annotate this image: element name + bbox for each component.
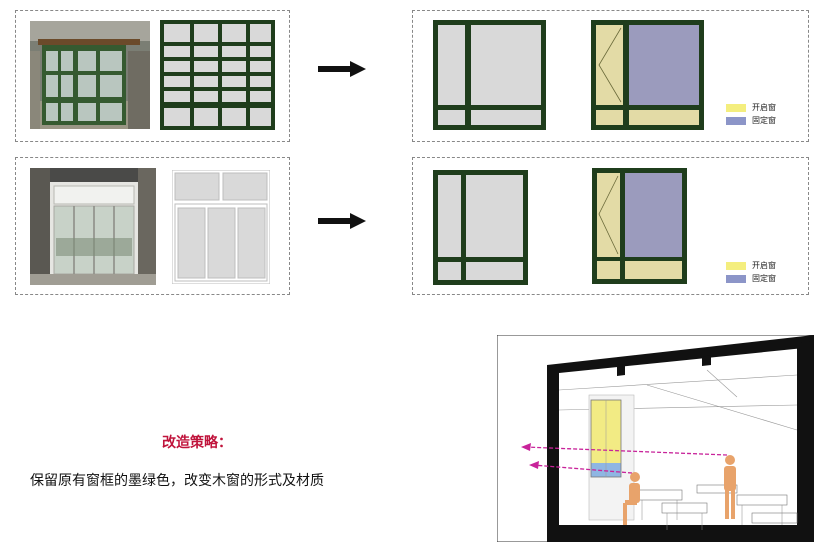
redesign-window-diagram-2a bbox=[433, 170, 528, 285]
window-pane bbox=[250, 24, 271, 42]
transform-arrow-1 bbox=[318, 59, 368, 79]
legend-fixed-label-2: 固定窗 bbox=[752, 274, 776, 284]
legend-open-swatch bbox=[726, 104, 746, 112]
window-pane bbox=[250, 108, 271, 126]
classroom-perspective-section bbox=[497, 335, 814, 542]
legend-open-swatch-2 bbox=[726, 262, 746, 270]
window-pane bbox=[194, 24, 218, 42]
legend-fixed-label: 固定窗 bbox=[752, 116, 776, 126]
aluminium-window-photo bbox=[30, 168, 156, 285]
window-pane bbox=[194, 91, 218, 102]
redesign-window-diagram-2b bbox=[592, 168, 687, 284]
window-pane bbox=[250, 61, 271, 72]
redesign-window-diagram-1b bbox=[591, 20, 704, 130]
window-pane bbox=[164, 76, 190, 87]
window-pane bbox=[222, 91, 246, 102]
window-pane bbox=[194, 108, 218, 126]
window-pane bbox=[194, 61, 218, 72]
redesign-window-diagram-1a bbox=[433, 20, 546, 130]
window-pane bbox=[222, 61, 246, 72]
legend-open-label: 开启窗 bbox=[752, 103, 776, 113]
window-pane bbox=[222, 108, 246, 126]
window-pane bbox=[194, 46, 218, 57]
window-pane bbox=[164, 61, 190, 72]
old-window-photo bbox=[30, 21, 150, 129]
window-pane bbox=[222, 24, 246, 42]
original-window-diagram-2 bbox=[172, 170, 270, 284]
legend-fixed-swatch bbox=[726, 117, 746, 125]
window-pane bbox=[164, 91, 190, 102]
window-pane bbox=[250, 46, 271, 57]
window-pane bbox=[250, 76, 271, 87]
window-pane bbox=[164, 24, 190, 42]
window-pane bbox=[222, 76, 246, 87]
legend-open-label-2: 开启窗 bbox=[752, 261, 776, 271]
window-pane bbox=[250, 91, 271, 102]
strategy-title: 改造策略： bbox=[162, 432, 232, 452]
transform-arrow-2 bbox=[318, 211, 368, 231]
window-pane bbox=[194, 76, 218, 87]
window-pane bbox=[222, 46, 246, 57]
window-pane bbox=[164, 108, 190, 126]
strategy-description: 保留原有窗框的墨绿色，改变木窗的形式及材质 bbox=[30, 470, 324, 490]
window-pane bbox=[164, 46, 190, 57]
original-window-diagram-1 bbox=[160, 20, 275, 130]
legend-fixed-swatch-2 bbox=[726, 275, 746, 283]
